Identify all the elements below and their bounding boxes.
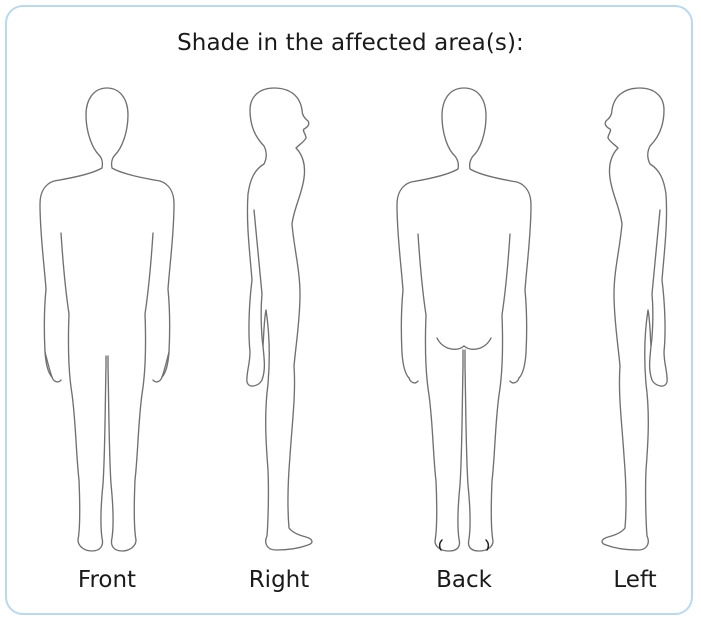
back-body-outline[interactable]	[389, 84, 539, 558]
label-back: Back	[404, 567, 524, 593]
body-figure-left[interactable]	[580, 84, 690, 558]
front-body-outline[interactable]	[32, 84, 182, 558]
right-body-outline[interactable]	[224, 84, 334, 558]
page-title: Shade in the affected area(s):	[0, 30, 701, 56]
body-figure-front[interactable]	[32, 84, 182, 558]
body-figure-back[interactable]	[389, 84, 539, 558]
label-front: Front	[47, 567, 167, 593]
left-body-outline[interactable]	[580, 84, 690, 558]
label-left: Left	[575, 567, 695, 593]
body-figure-right[interactable]	[224, 84, 334, 558]
label-right: Right	[219, 567, 339, 593]
